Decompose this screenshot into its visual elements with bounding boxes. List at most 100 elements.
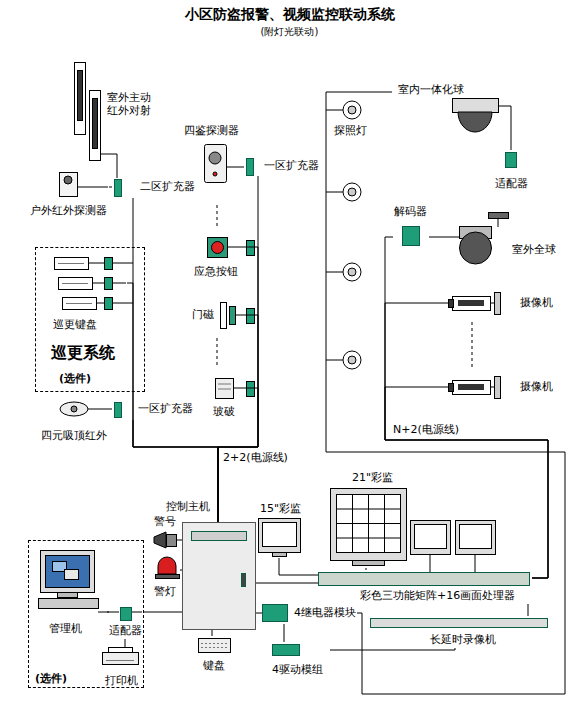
device-label: 4驱动模组 bbox=[272, 664, 323, 677]
door-contact-icon bbox=[236, 315, 244, 316]
keypad-icon bbox=[201, 647, 228, 648]
camera-icon bbox=[490, 387, 494, 388]
outdoor-speed-dome: 室外全球 bbox=[440, 206, 564, 268]
camera-icon bbox=[453, 381, 491, 395]
speed-dome-icon bbox=[498, 218, 499, 227]
siren-icon bbox=[167, 535, 177, 547]
module-block bbox=[246, 158, 254, 176]
keypad: 键盘 bbox=[194, 636, 234, 676]
wire bbox=[212, 630, 213, 636]
patrol-keypad-icons bbox=[66, 303, 92, 304]
wire-label: N+2(电源线) bbox=[392, 424, 460, 437]
floodlight-icons bbox=[343, 101, 361, 119]
wire bbox=[279, 558, 318, 575]
indoor-dome-camera: 室内一体化球 bbox=[396, 84, 516, 146]
wire bbox=[240, 167, 244, 168]
wire bbox=[429, 237, 440, 238]
ceiling-detector-icon bbox=[88, 409, 110, 410]
wire bbox=[133, 420, 218, 522]
wire bbox=[511, 146, 512, 150]
large-monitor-icon bbox=[337, 523, 401, 524]
camera-icon bbox=[458, 384, 484, 390]
camera-icon bbox=[495, 377, 501, 399]
beam-detector-icon bbox=[100, 154, 117, 162]
wire bbox=[127, 283, 218, 522]
module-block bbox=[505, 152, 517, 168]
outdoor-infrared-detector: 户外红外探测器 bbox=[28, 170, 109, 219]
strobe-icon bbox=[158, 557, 176, 574]
monitor-icon bbox=[273, 553, 287, 557]
strobe-icon bbox=[156, 575, 180, 579]
quad-detector-icon bbox=[209, 152, 221, 164]
floodlight-icons bbox=[326, 92, 327, 110]
wire bbox=[385, 237, 548, 578]
wire bbox=[366, 568, 367, 570]
siren-icon bbox=[154, 532, 180, 548]
glass-break-detector: 玻破 bbox=[208, 376, 244, 420]
floodlight-icons bbox=[348, 356, 356, 364]
device-label: 一区扩充器 bbox=[264, 160, 319, 173]
beam-detector-icon bbox=[90, 91, 101, 161]
floodlight-icons bbox=[332, 110, 343, 111]
wire bbox=[110, 409, 112, 410]
power-adapter: 适配器 bbox=[492, 150, 532, 192]
zone-expander: 二区扩充器 bbox=[112, 178, 202, 198]
diagram-title: 小区防盗报警、视频监控联动系统 bbox=[0, 6, 579, 22]
monitor-icon bbox=[263, 523, 297, 547]
wire bbox=[385, 387, 548, 578]
indoor-dome-icon bbox=[458, 112, 492, 132]
patrol-keypad-icons bbox=[112, 283, 126, 284]
ceiling-detector-icon bbox=[60, 402, 88, 416]
patrol-keypad-icons bbox=[55, 258, 89, 270]
wire-label: 2+2(电源线) bbox=[222, 452, 289, 465]
device-label: 室外主动红外对射 bbox=[107, 92, 153, 117]
camera: 摄像机 bbox=[444, 288, 558, 318]
siren-icon bbox=[154, 532, 166, 548]
device-label: 警灯 bbox=[154, 586, 176, 599]
monitor-icon bbox=[259, 519, 301, 553]
wire bbox=[109, 187, 112, 188]
device-label: 摄像机 bbox=[520, 297, 553, 310]
device-label: 长延时录像机 bbox=[430, 634, 496, 647]
patrol-keypad-icons bbox=[105, 258, 113, 270]
ceiling-detector-icon bbox=[71, 406, 77, 412]
device-label: 室外全球 bbox=[512, 244, 556, 257]
relay-module: 4继电器模块 bbox=[262, 602, 357, 624]
computer-icon bbox=[46, 556, 90, 588]
wire bbox=[528, 604, 529, 616]
omitted-items-mark bbox=[472, 322, 473, 368]
device-label: 二区扩充器 bbox=[140, 181, 195, 194]
ceiling-detector-icon bbox=[60, 402, 110, 416]
patrol-keypad-icons bbox=[59, 278, 93, 290]
indoor-dome-icon bbox=[498, 106, 511, 146]
omitted-items-mark bbox=[217, 205, 472, 368]
monitor-icon bbox=[411, 521, 451, 555]
wire bbox=[385, 303, 548, 578]
glass-break-icon bbox=[234, 388, 244, 389]
indoor-dome-icon bbox=[453, 99, 499, 113]
patrol-keypad-icons bbox=[55, 258, 134, 310]
floodlight-icons bbox=[348, 106, 356, 114]
camera-icon bbox=[449, 300, 454, 308]
glass-break-icon bbox=[247, 382, 255, 397]
speed-dome-icon bbox=[440, 213, 509, 265]
emergency-button-icon bbox=[228, 247, 244, 248]
monitor-icon bbox=[415, 525, 447, 549]
camera-icon bbox=[444, 303, 448, 304]
floodlight-icons bbox=[326, 272, 343, 273]
patrol-keypad-icons bbox=[105, 298, 113, 310]
camera-icon bbox=[444, 293, 501, 315]
quad-detector-icon bbox=[205, 145, 241, 183]
device-label: 控制主机 bbox=[166, 501, 210, 514]
computer-icon bbox=[131, 612, 142, 613]
quad-detector: 四鉴探测器 bbox=[184, 125, 240, 187]
door-contact: 门磁 bbox=[190, 300, 244, 330]
patrol-keypad-icons bbox=[112, 303, 133, 304]
outdoor-detector-icon bbox=[77, 187, 108, 188]
speed-dome-icon bbox=[489, 213, 509, 219]
camera-icon bbox=[449, 384, 454, 392]
glass-break-icon bbox=[216, 379, 234, 399]
emergency-button-icon bbox=[212, 242, 224, 254]
patrol-keypad-icons bbox=[88, 263, 104, 264]
computer-icon bbox=[58, 593, 78, 598]
